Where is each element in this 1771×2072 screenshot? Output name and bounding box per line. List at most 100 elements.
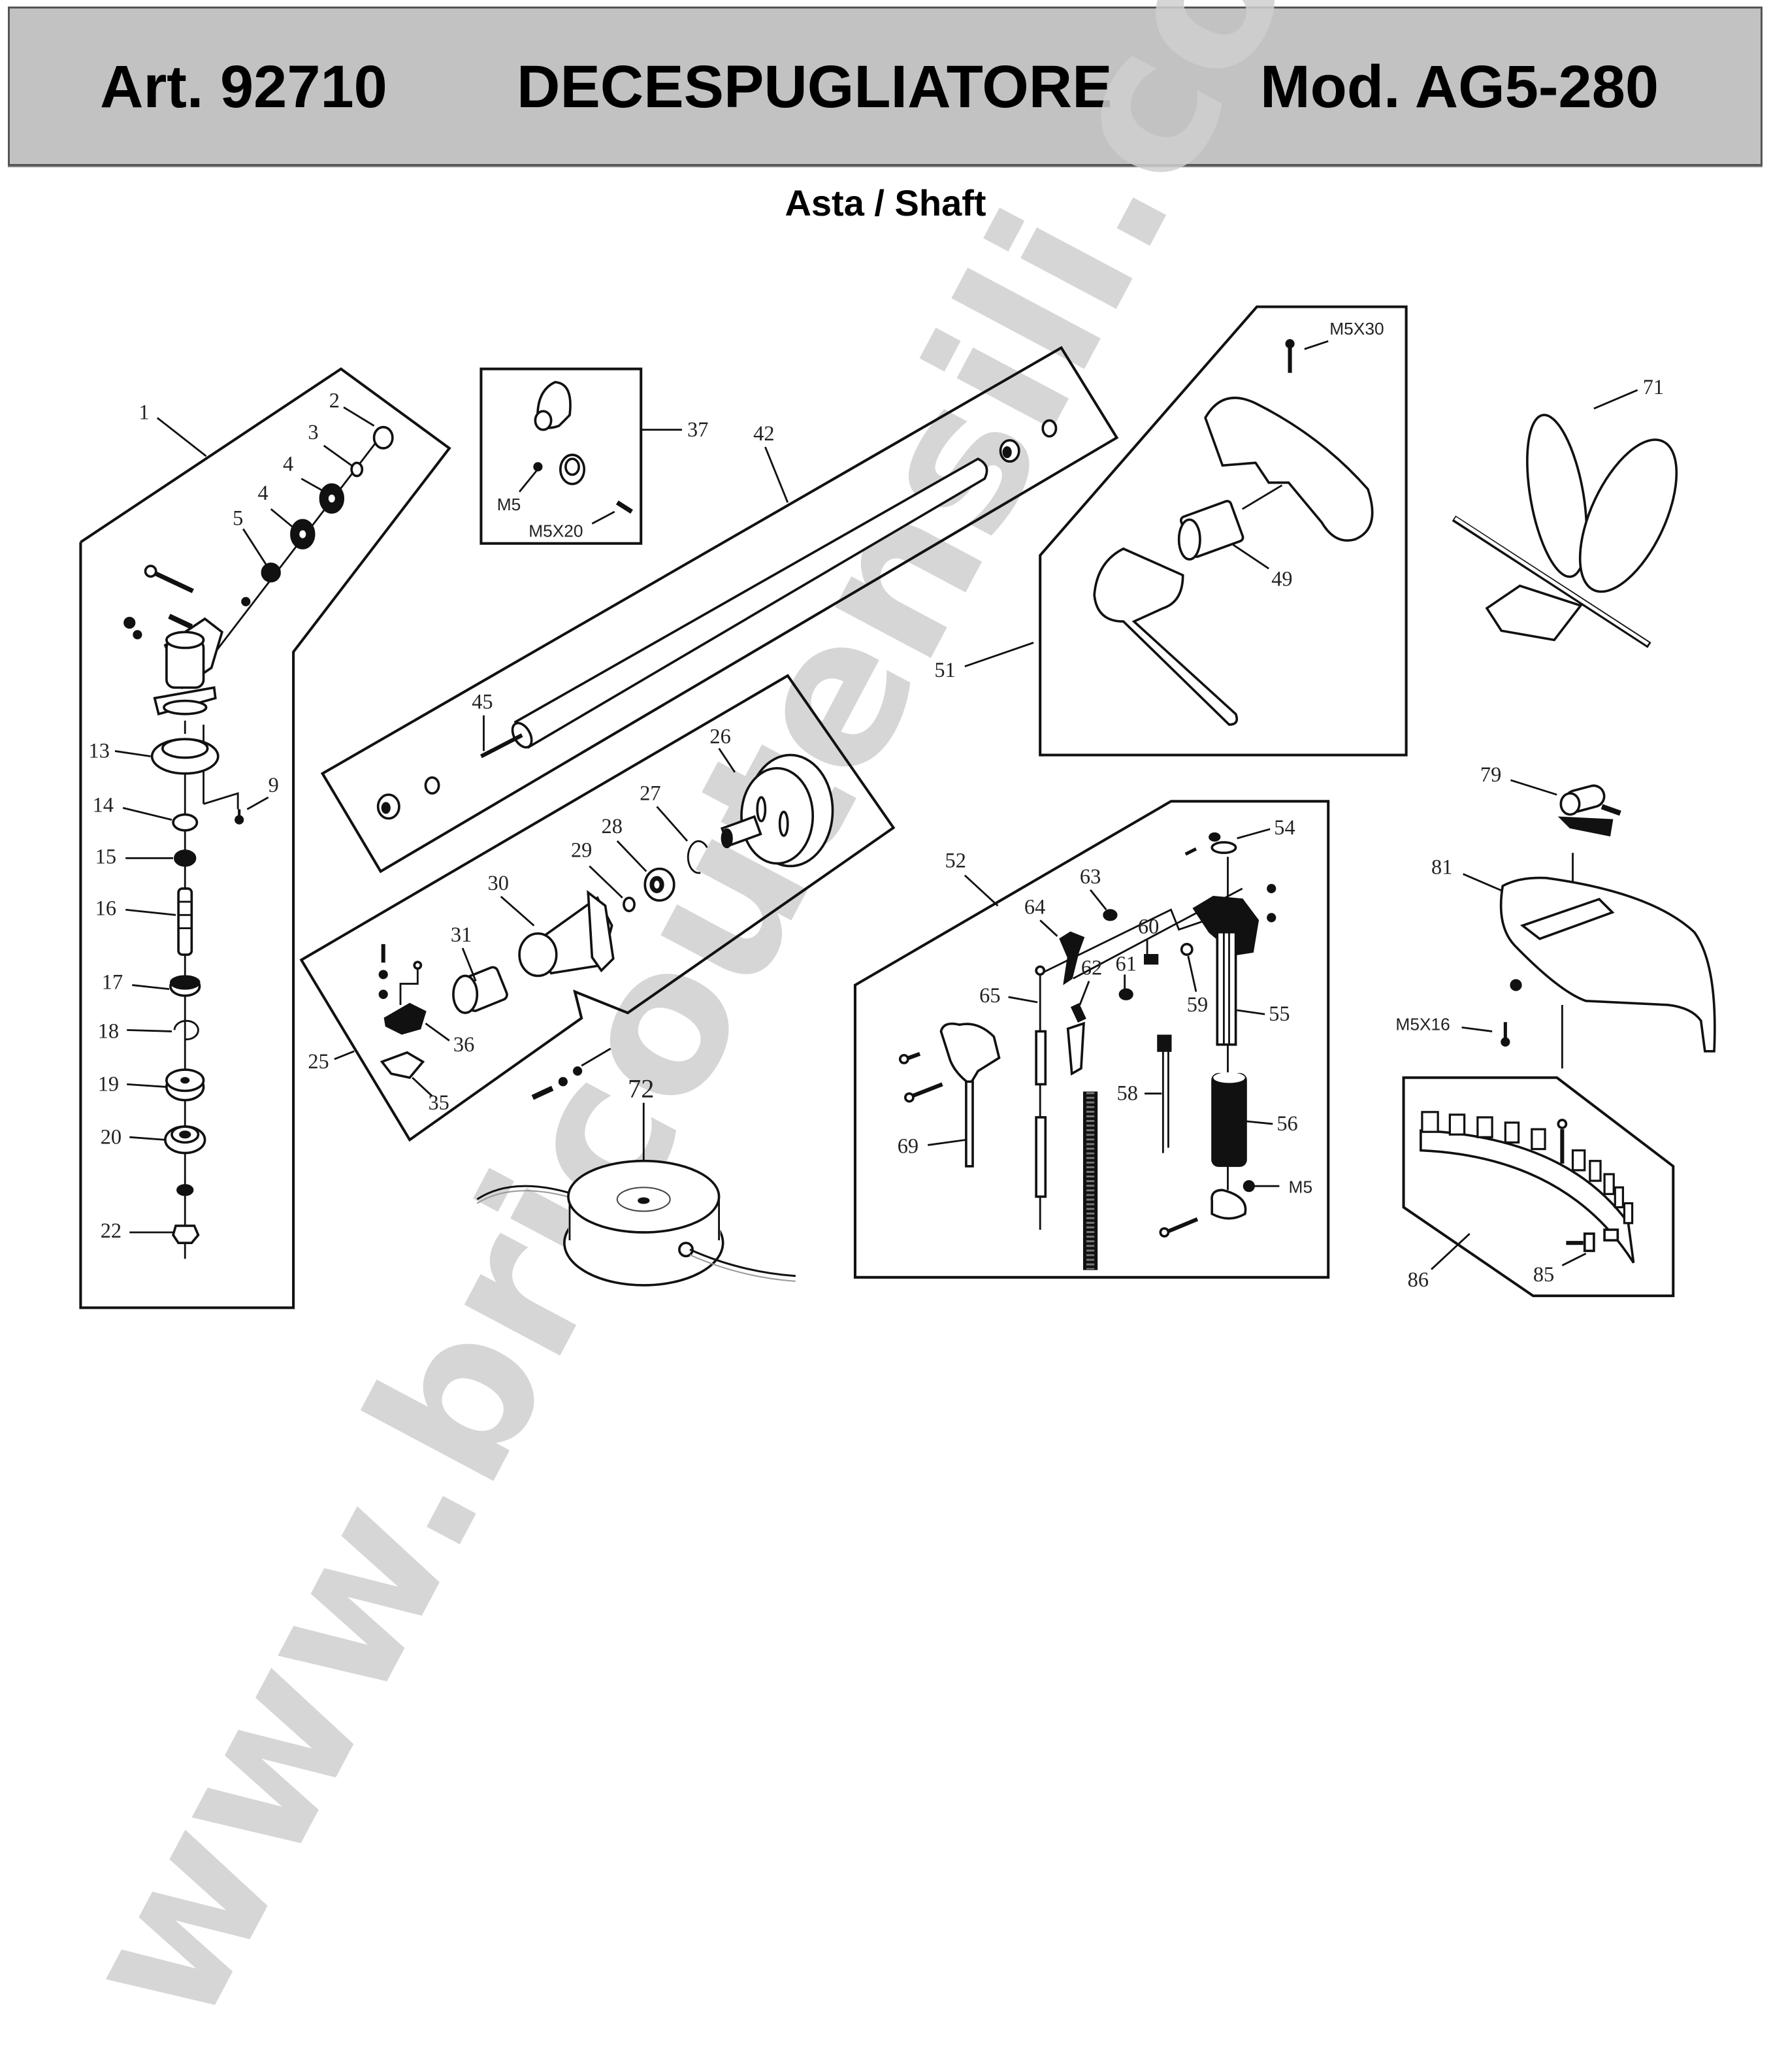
label-17: 17: [102, 971, 123, 995]
label-5: 5: [233, 506, 243, 530]
screw-icon: [911, 1082, 943, 1098]
label-58: 58: [1117, 1082, 1138, 1106]
stop-switch-icon: [1157, 1034, 1172, 1052]
label-37-m5x20: M5X20: [528, 521, 583, 541]
label-22: 22: [101, 1219, 122, 1243]
label-29: 29: [571, 838, 592, 862]
label-52: 52: [945, 849, 966, 872]
clamp-icon: [534, 380, 572, 431]
group-clamp: M5 M5X20 37: [479, 367, 708, 545]
label-14: 14: [93, 793, 114, 817]
washer-icon: [350, 461, 364, 478]
label-3: 3: [308, 421, 318, 444]
spring-icon: [1180, 943, 1194, 956]
wire-icon: [965, 1080, 974, 1168]
section-subtitle: Asta / Shaft: [785, 182, 986, 223]
group-gear-head: 1 2 3 4 4 5: [79, 367, 451, 1309]
label-1: 1: [138, 401, 149, 424]
label-31: 31: [451, 923, 472, 947]
label-64: 64: [1024, 895, 1045, 919]
cover-plate-icon: [150, 738, 219, 775]
label-51: 51: [934, 659, 955, 682]
label-56: 56: [1276, 1112, 1297, 1136]
label-37-m5: M5: [497, 495, 521, 514]
label-81-m5x16: M5X16: [1395, 1014, 1450, 1034]
group-handle: M5X30 49 51: [934, 305, 1408, 757]
title-banner: Art. 92710 DECESPUGLIATORE Mod. AG5-280: [8, 7, 1763, 166]
cutting-line-icon: [476, 1185, 582, 1200]
label-2: 2: [329, 389, 340, 412]
cutting-line-icon: [689, 1248, 796, 1277]
label-55: 55: [1269, 1002, 1290, 1026]
bolt-icon: [1165, 1217, 1199, 1234]
drive-shaft-icon: [480, 733, 523, 759]
label-85: 85: [1533, 1263, 1554, 1287]
label-52-m5: M5: [1289, 1177, 1313, 1196]
label-19: 19: [98, 1072, 119, 1096]
clutch-drum-icon: [720, 753, 834, 868]
group-51-frame: [1039, 305, 1408, 757]
clip-icon: [1583, 1232, 1595, 1253]
gear-housing-icon: [153, 617, 223, 716]
shoulder-strap: 71: [1452, 376, 1678, 648]
screw-icon: [1600, 804, 1621, 816]
product-title: DECESPUGLIATORE: [517, 54, 1113, 120]
circlip-icon: [372, 425, 394, 450]
label-25: 25: [308, 1050, 329, 1074]
label-51-m5x30: M5X30: [1329, 319, 1384, 338]
shaft-tube-icon: [511, 457, 988, 749]
throttle-housing-icon: [1192, 895, 1259, 956]
handle-lower-icon: [1093, 547, 1239, 726]
blade-guard-icon: [1499, 876, 1716, 1053]
label-81: 81: [1431, 856, 1452, 880]
label-65: 65: [979, 984, 1000, 1008]
bevel-gear-icon: [261, 563, 281, 583]
handle-upper-icon: [1204, 397, 1374, 542]
group-shaft-tube: 42 45: [320, 346, 1119, 874]
group-37-frame: [479, 367, 643, 545]
throttle-lever-icon: [383, 1002, 427, 1035]
label-71: 71: [1643, 376, 1664, 399]
spring-icon: [1103, 909, 1118, 921]
article-number: Art. 92710: [100, 54, 387, 120]
spring-icon: [1118, 988, 1133, 1000]
group-throttle-grip: 52 54 55 56 M5 59: [853, 800, 1330, 1279]
label-63: 63: [1080, 865, 1101, 889]
clamp-ring-icon: [1210, 841, 1237, 855]
label-45: 45: [472, 691, 493, 714]
label-60: 60: [1138, 915, 1159, 939]
blade-teeth: [1421, 1111, 1634, 1225]
label-36: 36: [453, 1033, 474, 1057]
line-cutter-blade-icon: [1420, 1129, 1635, 1264]
group-1-frame: [79, 367, 451, 1309]
model-number: Mod. AG5-280: [1260, 54, 1659, 120]
grip-core-icon: [1216, 930, 1237, 1046]
label-54: 54: [1274, 816, 1295, 840]
strap-loop-icon: [1526, 414, 1588, 578]
grip-sleeve-icon: [1177, 500, 1244, 561]
group-86-frame: [1402, 1076, 1675, 1298]
group-42-frame: [320, 346, 1119, 874]
label-30: 30: [488, 872, 509, 895]
label-28: 28: [602, 815, 623, 838]
bolt-icon: [150, 568, 194, 593]
seal-icon: [174, 849, 197, 867]
label-42: 42: [753, 422, 774, 446]
clamp-icon: [1210, 1189, 1247, 1220]
label-69: 69: [898, 1135, 918, 1159]
grip-sleeve-icon: [1211, 1073, 1247, 1167]
label-20: 20: [101, 1125, 122, 1149]
label-59: 59: [1187, 993, 1208, 1017]
guard-bracket-icon: [1557, 784, 1614, 837]
label-9: 9: [268, 774, 279, 797]
group-clutch-housing: 25 26 27 28 29 30: [299, 674, 896, 1142]
nut-icon: [533, 462, 543, 472]
bushing-icon: [1041, 419, 1058, 438]
group-52-frame: [853, 800, 1330, 1279]
guard-assembly: 79 81 M5X16: [1395, 763, 1716, 1069]
label-49: 49: [1271, 567, 1292, 591]
lockout-lever-icon: [1066, 1021, 1085, 1076]
label-72: 72: [628, 1074, 654, 1104]
screw-icon: [531, 1085, 554, 1100]
